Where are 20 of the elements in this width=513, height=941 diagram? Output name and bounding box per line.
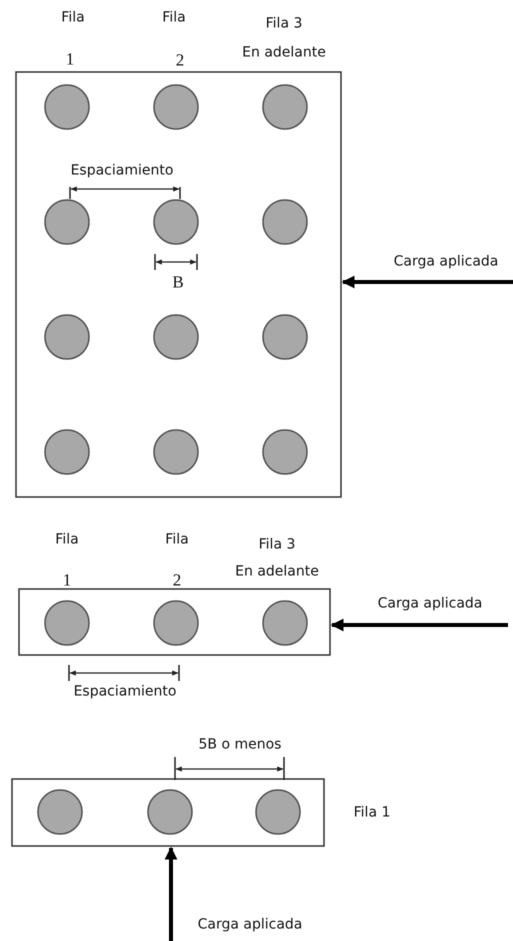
- dimension-symbol: B: [172, 274, 184, 292]
- annotation-label: Carga aplicada: [394, 254, 498, 270]
- annotation-label: Fila: [162, 10, 186, 26]
- dimension-symbol: 1: [66, 50, 74, 70]
- annotation-label: Fila: [165, 532, 189, 548]
- annotation-label: Carga aplicada: [378, 596, 482, 612]
- annotation-label: 5B o menos: [198, 737, 282, 753]
- annotation-label: Fila 3: [266, 16, 302, 32]
- annotation-label: Fila 1: [354, 805, 390, 821]
- dimension-symbol: 2: [176, 52, 184, 70]
- annotation-label: Fila: [61, 10, 85, 26]
- annotation-label: En adelante: [242, 45, 326, 61]
- annotation-label: Espaciamiento: [70, 163, 174, 179]
- annotation-label: Espaciamiento: [74, 684, 176, 700]
- annotation-label: Fila 3: [258, 537, 296, 553]
- dimension-symbol: 2: [172, 572, 182, 590]
- dimension-symbol: 1: [62, 572, 72, 590]
- annotation-label: Fila: [55, 532, 79, 548]
- annotation-label: En adelante: [235, 564, 319, 580]
- annotation-label: Carga aplicada: [198, 917, 302, 933]
